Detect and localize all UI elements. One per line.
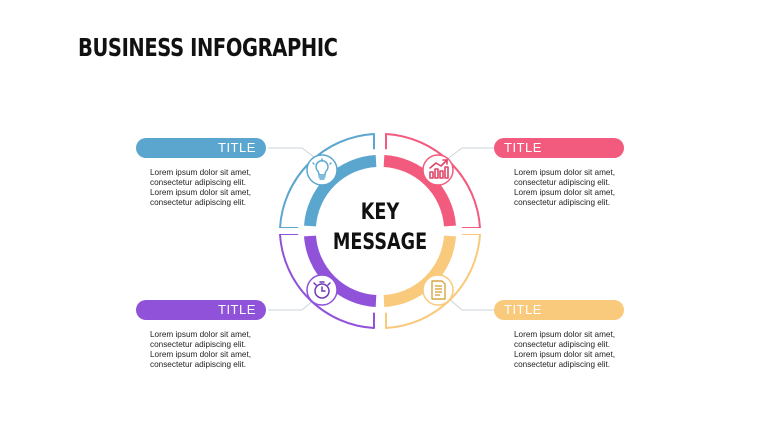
stopwatch-icon (313, 281, 331, 299)
title-pill-bottom-left: TITLE (136, 300, 266, 320)
page-title: BUSINESS INFOGRAPHIC (78, 33, 338, 62)
title-pill-top-right: TITLE (494, 138, 624, 158)
key-message-line1: KEY (360, 200, 400, 225)
lightbulb-icon (312, 158, 332, 180)
growth-chart-icon (429, 159, 449, 179)
document-icon (431, 280, 446, 300)
title-pill-label: TITLE (218, 302, 256, 317)
description-top-left: Lorem ipsum dolor sit amet, consectetur … (150, 168, 252, 207)
quadrant-outlines (279, 133, 481, 329)
title-pill-top-left: TITLE (136, 138, 266, 158)
description-top-right: Lorem ipsum dolor sit amet, consectetur … (514, 168, 616, 207)
title-pill-label: TITLE (218, 140, 256, 155)
title-pill-bottom-right: TITLE (494, 300, 624, 320)
key-message-line2: MESSAGE (332, 230, 428, 255)
description-bottom-right: Lorem ipsum dolor sit amet, consectetur … (514, 330, 616, 369)
title-pill-label: TITLE (504, 302, 542, 317)
description-bottom-left: Lorem ipsum dolor sit amet, consectetur … (150, 330, 252, 369)
title-pill-label: TITLE (504, 140, 542, 155)
key-message: KEY MESSAGE (332, 198, 428, 258)
